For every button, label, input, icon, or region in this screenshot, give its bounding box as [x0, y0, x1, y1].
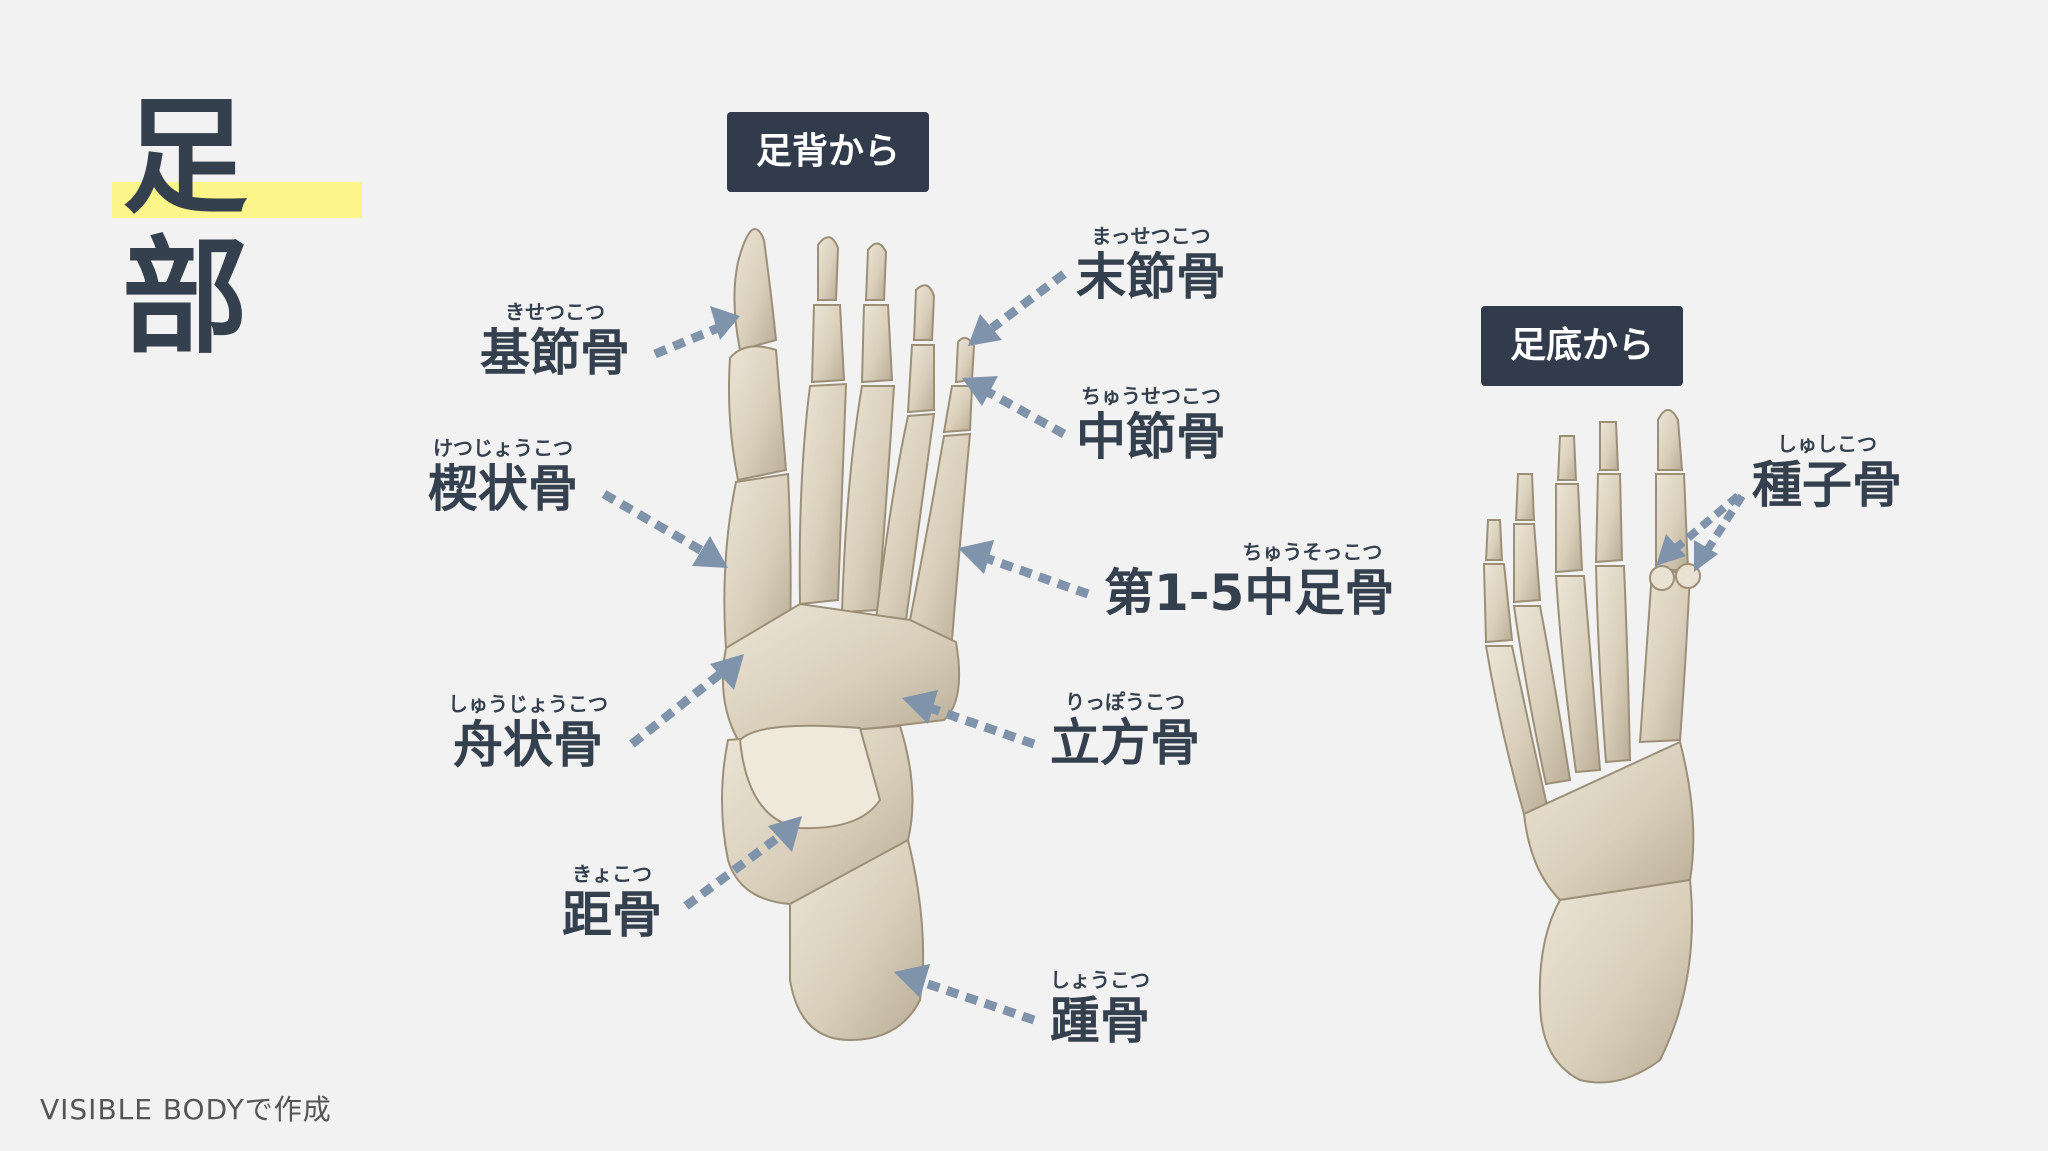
label-sesamoid: しゅしこつ 種子骨	[1752, 432, 1902, 514]
name-metatarsal: 第1-5中足骨	[1104, 564, 1395, 622]
arrow-middle-phalanx	[985, 388, 1067, 438]
page-title: 足部	[122, 84, 250, 371]
name-distal-phalanx: 末節骨	[1076, 248, 1226, 306]
footer-credit: VISIBLE BODYで作成	[40, 1093, 332, 1126]
arrow-cuboid	[928, 703, 1036, 749]
arrow-cuneiform	[601, 490, 707, 556]
pointer-arrows	[601, 270, 1746, 1025]
ruby-cuneiform: けつじょうこつ	[433, 436, 573, 460]
arrowhead-sesamoid-1	[1656, 534, 1686, 566]
label-metatarsal: ちゅうそっこつ 第1-5中足骨	[1104, 540, 1394, 622]
arrowhead-cuboid	[902, 690, 938, 724]
label-distal-phalanx: まっせつこつ 末節骨	[1076, 224, 1226, 306]
arrowhead-navicular	[710, 654, 744, 690]
ruby-navicular: しゅうじょうこつ	[448, 692, 608, 716]
arrow-proximal-phalanx	[653, 323, 720, 359]
ruby-proximal-phalanx: きせつこつ	[505, 300, 605, 324]
arrowhead-cuneiform	[692, 536, 728, 568]
name-cuneiform: 楔状骨	[428, 460, 578, 518]
label-proximal-phalanx: きせつこつ 基節骨	[480, 300, 630, 382]
name-cuboid: 立方骨	[1050, 714, 1200, 772]
plantar-foot-illustration	[1482, 409, 1701, 1084]
arrowhead-talus	[768, 816, 802, 852]
arrowhead-sesamoid-2	[1694, 540, 1718, 572]
label-talus: きょこつ 距骨	[562, 862, 662, 944]
arrow-calcaneus	[920, 977, 1036, 1025]
label-calcaneus: しょうこつ 踵骨	[1050, 968, 1150, 1050]
name-talus: 距骨	[562, 886, 662, 944]
ruby-cuboid: りっぽうこつ	[1065, 690, 1185, 714]
arrow-sesamoid-2	[1702, 493, 1746, 555]
name-middle-phalanx: 中節骨	[1076, 408, 1226, 466]
page-title-block: 足部	[112, 88, 374, 368]
ruby-talus: きょこつ	[572, 862, 652, 886]
name-navicular: 舟状骨	[453, 716, 603, 774]
arrowhead-calcaneus	[894, 964, 930, 998]
arrowhead-distal-phalanx	[968, 314, 1002, 346]
ruby-distal-phalanx: まっせつこつ	[1091, 224, 1211, 248]
arrowhead-proximal-phalanx	[710, 306, 740, 340]
label-cuboid: りっぽうこつ 立方骨	[1050, 690, 1200, 772]
ruby-calcaneus: しょうこつ	[1050, 968, 1150, 992]
title-highlight	[112, 182, 362, 218]
label-cuneiform: けつじょうこつ 楔状骨	[428, 436, 578, 518]
arrow-distal-phalanx	[989, 270, 1067, 332]
arrow-sesamoid-1	[1673, 492, 1741, 552]
view-label-dorsal: 足背から	[727, 112, 929, 192]
ruby-sesamoid: しゅしこつ	[1777, 432, 1877, 456]
arrow-navicular	[629, 670, 723, 748]
arrow-metatarsal	[984, 553, 1090, 599]
ruby-metatarsal: ちゅうそっこつ	[1242, 540, 1383, 564]
ruby-middle-phalanx: ちゅうせつこつ	[1081, 384, 1221, 408]
arrowhead-metatarsal	[958, 540, 994, 574]
name-sesamoid: 種子骨	[1752, 456, 1902, 514]
label-navicular: しゅうじょうこつ 舟状骨	[448, 692, 608, 774]
dorsal-foot-illustration	[721, 228, 976, 1042]
view-label-plantar: 足底から	[1481, 306, 1683, 386]
label-middle-phalanx: ちゅうせつこつ 中節骨	[1076, 384, 1226, 466]
name-calcaneus: 踵骨	[1050, 992, 1150, 1050]
name-proximal-phalanx: 基節骨	[480, 324, 630, 382]
arrowhead-middle-phalanx	[962, 376, 998, 406]
